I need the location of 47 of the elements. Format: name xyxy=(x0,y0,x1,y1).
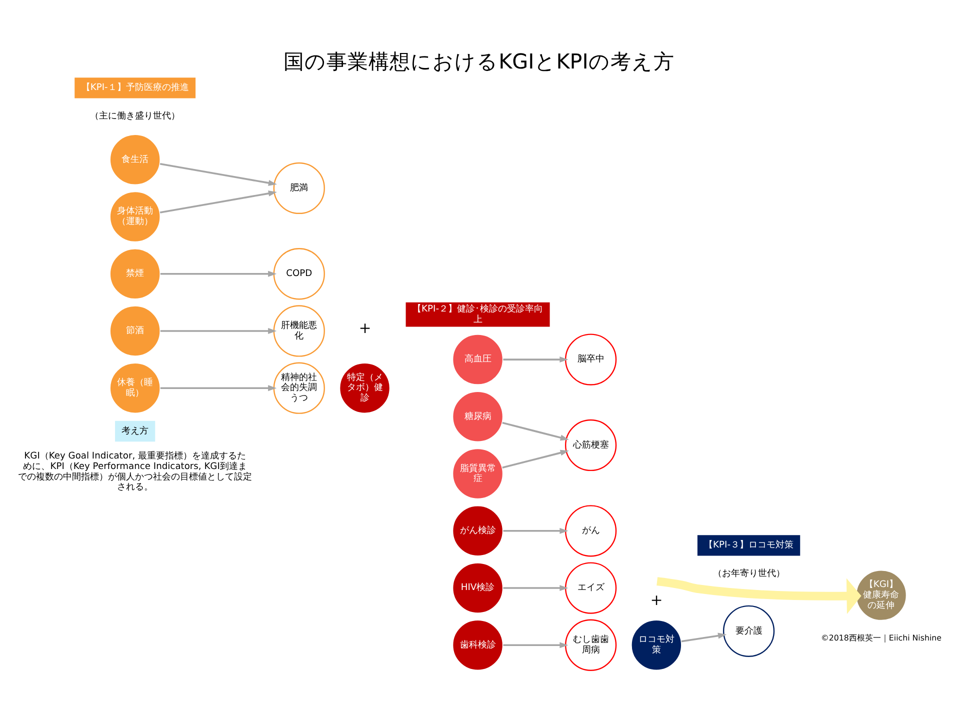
node-circle: ロコモ対策 xyxy=(630,619,682,671)
node-circle: 特定（メタボ）健診 xyxy=(338,362,390,414)
arrow xyxy=(502,450,568,469)
node-circle: 肥満 xyxy=(272,162,324,214)
node-circle: 肝機能悪化 xyxy=(272,305,324,357)
arrow xyxy=(502,528,568,534)
node-circle: 心筋梗塞 xyxy=(564,419,616,472)
node-circle: 食生活 xyxy=(108,134,160,186)
node-circle: HIV検診 xyxy=(451,562,504,614)
node-circle: エイズ xyxy=(564,562,616,614)
node-circle: 糖尿病 xyxy=(451,390,504,442)
node-label: KGI（Key Goal Indicator, 最重要指標）を達成するために、KPI（Key Performance Indicators, KGI到達までの複数の中間指標）が個人かつ社会の目標値として設定される。 xyxy=(18,452,252,493)
arrow xyxy=(502,422,568,441)
node-circle: 脳卒中 xyxy=(564,334,616,386)
node-circle: 精神的社会的失調うつ xyxy=(272,362,324,414)
arrow xyxy=(159,163,276,186)
label: ＋ xyxy=(355,318,374,339)
node-label: （主に働き盛り世代） xyxy=(90,112,180,122)
node-circle: がん検診 xyxy=(451,505,504,557)
node-circle: 要介護 xyxy=(722,605,774,657)
node-box: 【KPI-２】健診･検診の受診率向上 xyxy=(404,301,550,328)
arrow xyxy=(502,642,568,648)
node-circle: 身体活動（運動） xyxy=(108,190,160,243)
node-box: 考え方 xyxy=(113,420,156,443)
node-circle: むし歯歯周病 xyxy=(564,619,616,671)
arrow xyxy=(160,328,276,334)
node-circle: 休養（睡眠） xyxy=(108,362,160,414)
arrow xyxy=(502,585,568,591)
arrow xyxy=(656,577,861,614)
arrow xyxy=(680,632,726,642)
node-box: 【KPI-３】ロコモ対策 xyxy=(696,534,801,558)
arrow xyxy=(160,270,276,277)
node-circle: 禁煙 xyxy=(108,248,160,300)
node-label: （お年寄り世代） xyxy=(712,569,784,580)
node-circle: がん xyxy=(564,505,616,557)
arrow xyxy=(160,385,276,392)
node-box: 【KPI-１】予防医療の推進 xyxy=(72,76,196,100)
node-circle: 節酒 xyxy=(108,305,160,357)
diagram-title: 国の事業構想におけるKGIとKPIの考え方 xyxy=(283,50,674,74)
arrow xyxy=(502,356,568,363)
node-circle: 脂質異常症 xyxy=(451,448,504,500)
node-circle: COPD xyxy=(272,248,324,300)
node-circle: 歯科検診 xyxy=(451,619,504,671)
arrow xyxy=(159,190,276,214)
label: ＋ xyxy=(646,589,665,610)
node-circle: 【KGI】 健康寿命の延伸 xyxy=(854,569,907,622)
node-circle: 高血圧 xyxy=(451,334,504,386)
